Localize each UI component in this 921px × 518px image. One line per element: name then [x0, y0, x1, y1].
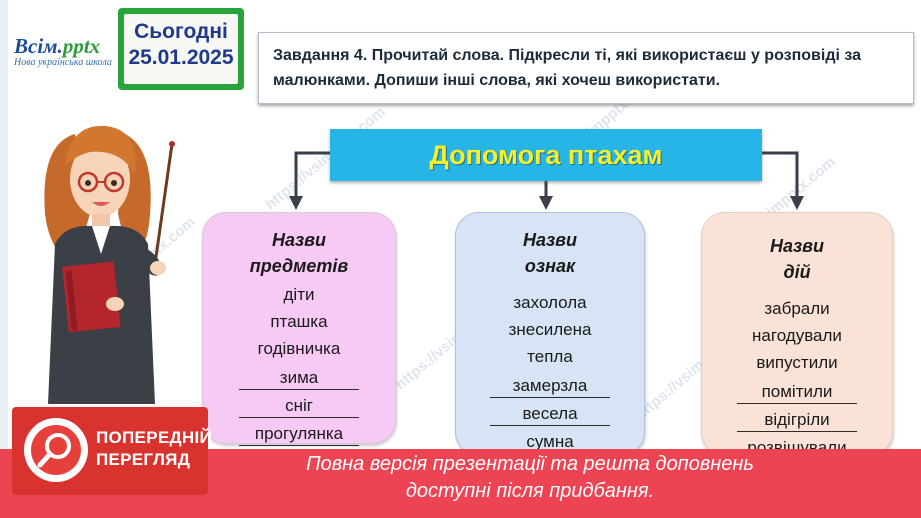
underlined-word: замерзла [490, 375, 610, 398]
column-attributes: Назви ознак захолола знесилена тепла зам… [455, 212, 645, 456]
pointer-stick-icon [153, 143, 174, 265]
arrow-left-icon [294, 151, 330, 198]
title-text: Допомога птахам [429, 140, 663, 170]
underlined-word: весела [490, 403, 610, 426]
word: тепла [527, 347, 573, 366]
brand-logo: Всім.pptx Нова українська школа [14, 34, 122, 94]
preview-notice: Повна версія презентації та решта доповн… [306, 453, 754, 502]
teacher-illustration [44, 125, 175, 404]
column-heading: Назви предметів [249, 230, 349, 276]
word: нагодували [752, 326, 842, 345]
underlined-word: помітили [737, 381, 857, 404]
date-label: Сьогодні [134, 20, 228, 43]
word: годівничка [257, 339, 341, 358]
word: забрали [764, 299, 830, 318]
task-text: Завдання 4. Прочитай слова. Підкресли ті… [273, 47, 861, 89]
date-box: Сьогодні 25.01.2025 [118, 8, 244, 90]
underlined-word: прогулянка [239, 423, 359, 446]
preview-badge-label: ПОПЕРЕДНІЙ ПЕРЕГЛЯД [96, 428, 213, 469]
underlined-word: відігріли [737, 409, 857, 432]
underlined-word: сніг [239, 395, 359, 418]
title-banner: Допомога птахам [330, 129, 762, 181]
word: захолола [513, 293, 587, 312]
arrow-right-icon [762, 151, 799, 198]
column-actions: Назви дій забрали нагодували випустили п… [701, 212, 893, 460]
word: випустили [756, 353, 838, 372]
task-box: Завдання 4. Прочитай слова. Підкресли ті… [258, 32, 914, 104]
word: знесилена [508, 320, 592, 339]
underlined-word: зима [239, 367, 359, 390]
brand-logo-subtitle: Нова українська школа [14, 57, 112, 68]
date-box-inner: Сьогодні 25.01.2025 [124, 14, 238, 84]
word: пташка [270, 312, 328, 331]
brand-logo-name: Всім.pptx [14, 34, 101, 58]
left-edge-band [0, 0, 8, 518]
column-heading: Назви дій [769, 236, 825, 282]
date-value: 25.01.2025 [128, 46, 234, 69]
word: діти [283, 285, 315, 304]
column-heading: Назви ознак [522, 230, 578, 276]
column-objects: Назви предметів діти пташка годівничка з… [202, 212, 396, 446]
magnifier-glyph-icon [37, 433, 71, 468]
